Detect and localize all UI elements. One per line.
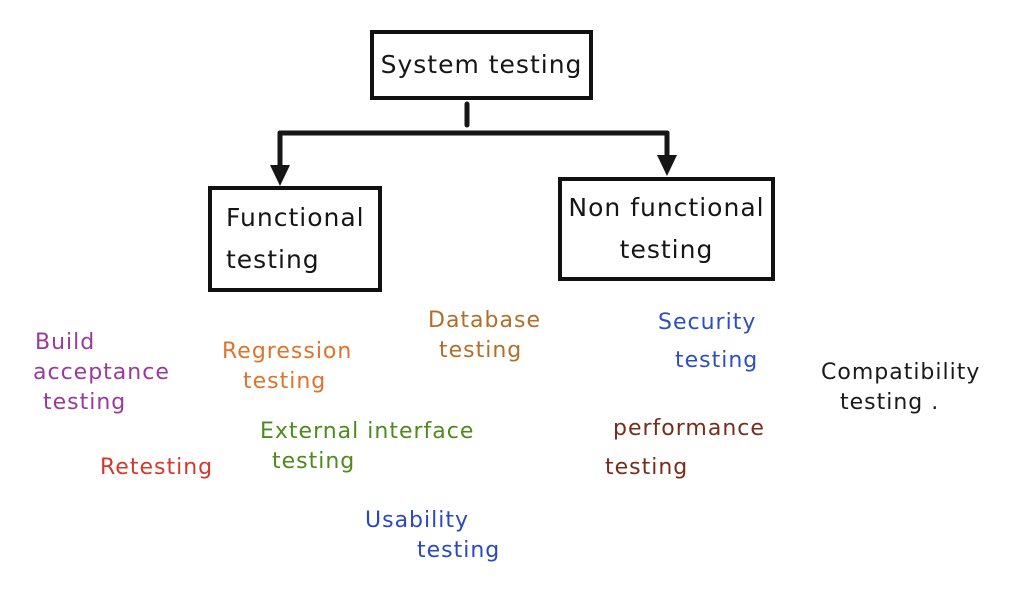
left-arrowhead-icon (270, 165, 290, 186)
label-external-interface-testing: External interface testing (260, 417, 474, 477)
node-non-functional-testing-line2: testing (619, 235, 714, 264)
label-database-testing-line1: Database (428, 308, 541, 333)
label-performance-testing-line2: testing (605, 455, 689, 480)
label-build-acceptance-testing-line2: acceptance (33, 360, 170, 385)
label-compatibility-testing-line2: testing . (840, 390, 940, 415)
label-build-acceptance-testing-line3: testing (43, 390, 127, 415)
node-system-testing-label: System testing (380, 50, 583, 79)
label-retesting: Retesting (100, 453, 213, 483)
node-functional-testing: Functional testing (208, 186, 382, 292)
label-usability-testing-line2: testing (417, 538, 501, 563)
label-regression-testing-line1: Regression (222, 339, 353, 364)
label-usability-testing-line1: Usability (365, 508, 469, 533)
node-functional-testing-line1: Functional (226, 203, 365, 232)
label-performance-testing-line1: performance (613, 416, 765, 441)
node-non-functional-testing: Non functional testing (558, 177, 775, 281)
label-regression-testing-line2: testing (243, 369, 327, 394)
label-database-testing: Database testing (428, 306, 541, 366)
label-compatibility-testing: Compatibility testing . (821, 358, 980, 418)
label-usability-testing: Usability testing (365, 506, 500, 566)
label-compatibility-testing-line1: Compatibility (821, 360, 981, 385)
label-performance-testing: performance testing (605, 414, 765, 483)
label-external-interface-testing-line1: External interface (260, 419, 475, 444)
label-security-testing-line1: Security (658, 310, 757, 335)
node-system-testing: System testing (370, 30, 593, 100)
node-non-functional-testing-line1: Non functional (568, 193, 765, 222)
label-database-testing-line2: testing (439, 338, 523, 363)
label-build-acceptance-testing: Build acceptance testing (33, 328, 170, 418)
label-security-testing-line2: testing (675, 348, 759, 373)
label-external-interface-testing-line2: testing (272, 449, 356, 474)
label-retesting-line1: Retesting (100, 455, 214, 480)
label-build-acceptance-testing-line1: Build (35, 330, 96, 355)
right-arrowhead-icon (657, 155, 677, 176)
node-functional-testing-line2: testing (226, 245, 320, 274)
label-security-testing: Security testing (658, 308, 758, 376)
label-regression-testing: Regression testing (222, 337, 352, 397)
